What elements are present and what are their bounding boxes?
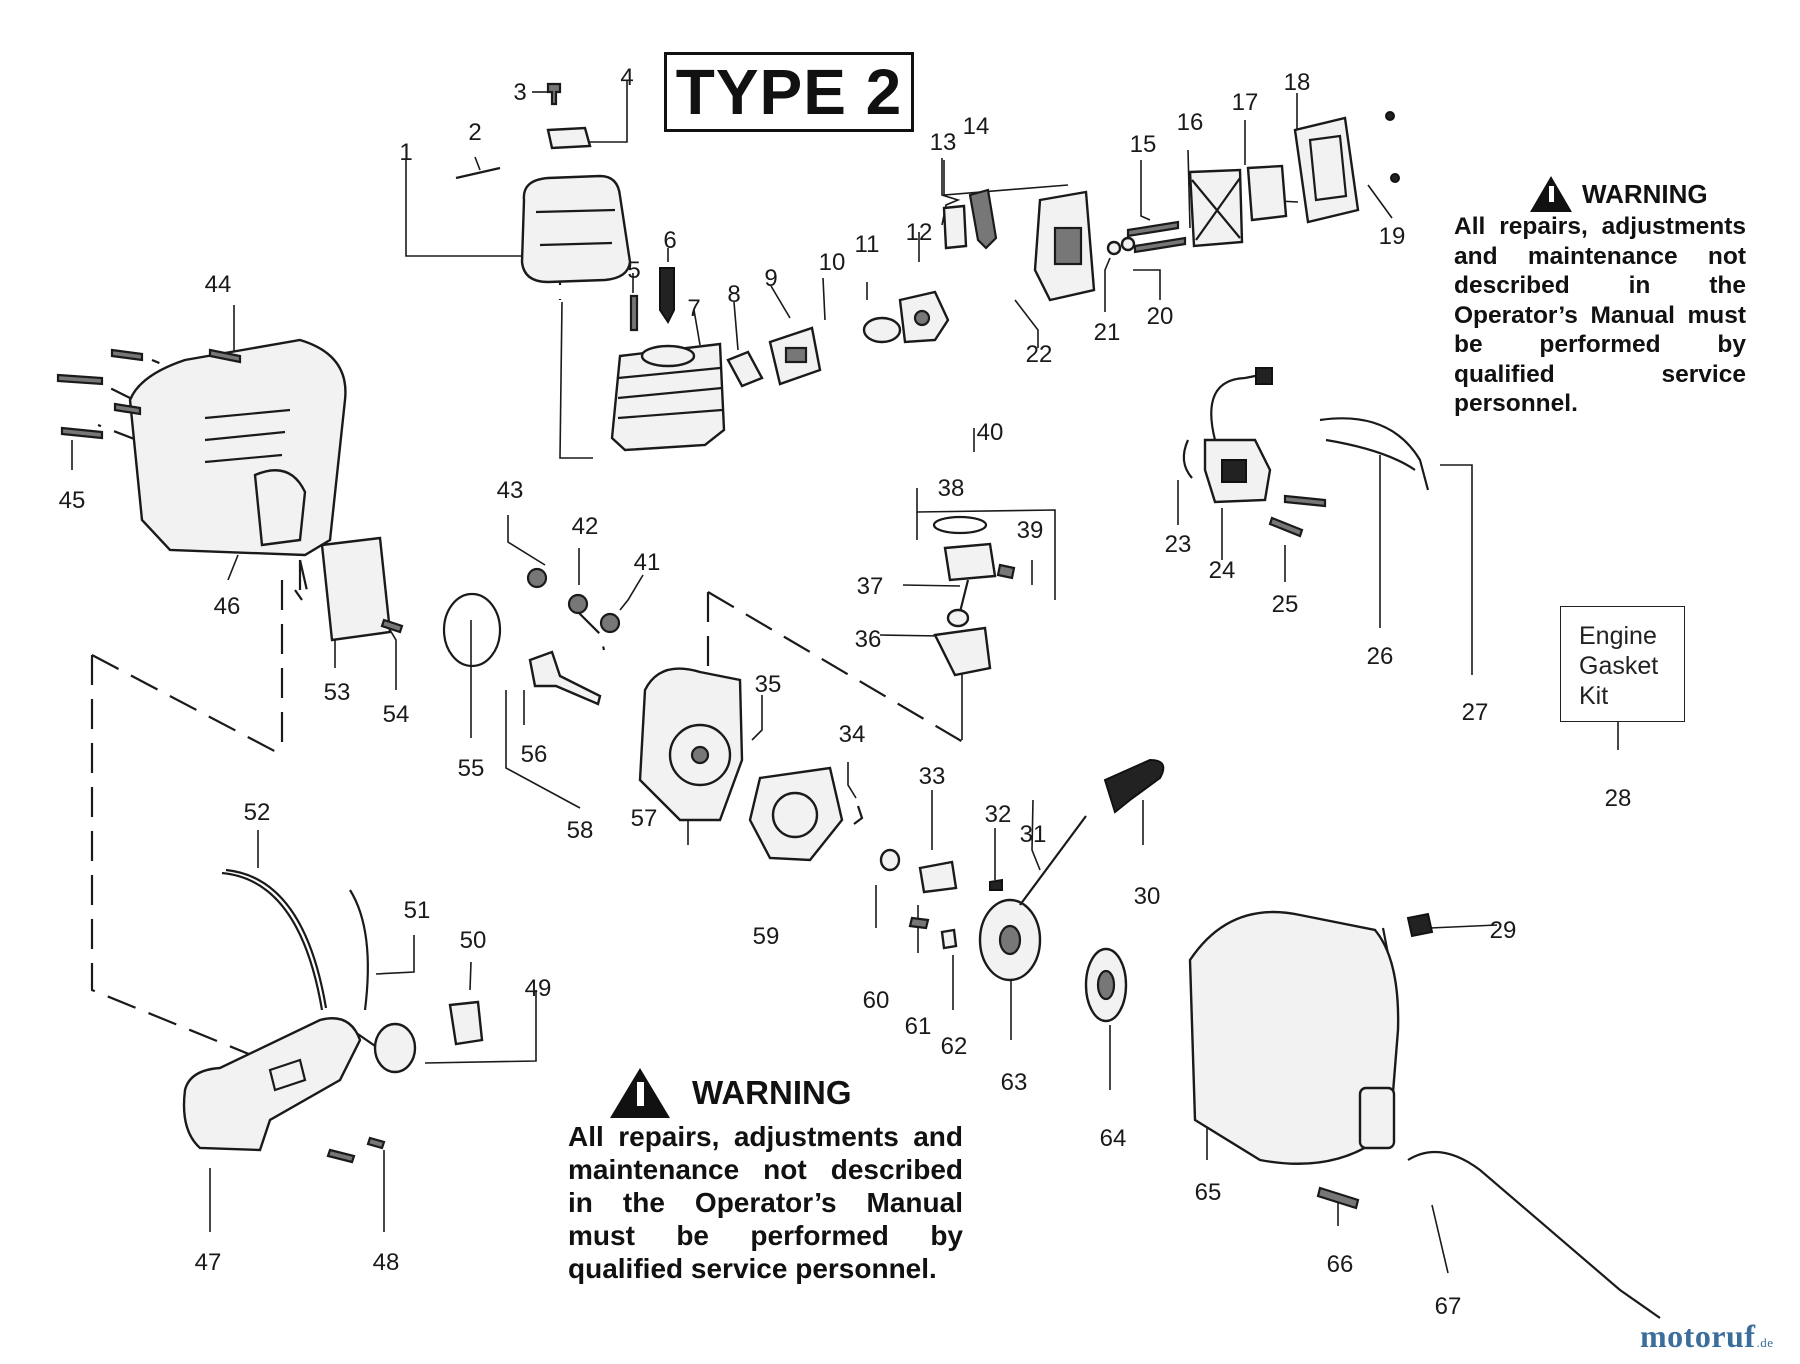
callout-number-30: 30 <box>1134 883 1161 910</box>
callout-number-35: 35 <box>755 671 782 698</box>
warning-notice-bottom: WARNING All repairs, adjustments and mai… <box>568 1066 963 1285</box>
callout-number-28: 28 <box>1605 785 1632 812</box>
kit-line-2: Gasket <box>1579 652 1659 680</box>
callout-number-24: 24 <box>1209 557 1236 584</box>
callout-number-32: 32 <box>985 801 1012 828</box>
callout-number-11: 11 <box>855 231 880 258</box>
callout-number-19: 19 <box>1379 223 1406 250</box>
callout-number-20: 20 <box>1147 303 1174 330</box>
callout-number-8: 8 <box>727 281 740 308</box>
callout-number-12: 12 <box>906 219 933 246</box>
callout-number-36: 36 <box>855 626 882 653</box>
callout-number-39: 39 <box>1017 517 1044 544</box>
callout-number-63: 63 <box>1001 1069 1028 1096</box>
type-label-box: TYPE 2 <box>664 52 914 132</box>
callout-number-26: 26 <box>1367 643 1394 670</box>
callout-number-6: 6 <box>663 227 676 254</box>
callout-number-50: 50 <box>460 927 487 954</box>
callout-number-3: 3 <box>513 79 526 106</box>
callout-number-56: 56 <box>521 741 548 768</box>
callout-number-46: 46 <box>214 593 241 620</box>
callout-number-33: 33 <box>919 763 946 790</box>
callout-number-21: 21 <box>1094 319 1121 346</box>
callout-number-48: 48 <box>373 1249 400 1276</box>
callout-number-16: 16 <box>1177 109 1204 136</box>
callout-number-2: 2 <box>468 119 481 146</box>
watermark-suffix: .de <box>1756 1335 1774 1350</box>
callout-number-59: 59 <box>753 923 780 950</box>
callout-number-9: 9 <box>764 265 777 292</box>
type-label: TYPE 2 <box>675 56 903 128</box>
callout-number-18: 18 <box>1284 69 1311 96</box>
watermark-logo: motoruf.de <box>1640 1318 1774 1355</box>
warning-text-bottom: All repairs, adjustments and maintenance… <box>568 1121 963 1284</box>
watermark-main: motoruf <box>1640 1318 1756 1354</box>
callout-number-57: 57 <box>631 805 658 832</box>
callout-number-64: 64 <box>1100 1125 1127 1152</box>
callout-number-47: 47 <box>195 1249 222 1276</box>
callout-number-37: 37 <box>857 573 884 600</box>
callout-number-49: 49 <box>525 975 552 1002</box>
callout-number-15: 15 <box>1130 131 1157 158</box>
callout-number-25: 25 <box>1272 591 1299 618</box>
callout-number-29: 29 <box>1490 917 1517 944</box>
callout-number-61: 61 <box>905 1013 932 1040</box>
callout-number-62: 62 <box>941 1033 968 1060</box>
warning-heading-top: WARNING <box>1454 176 1746 212</box>
callout-number-41: 41 <box>634 549 661 576</box>
callout-number-55: 55 <box>458 755 485 782</box>
callout-number-23: 23 <box>1165 531 1192 558</box>
callout-number-1: 1 <box>399 139 412 166</box>
callout-number-34: 34 <box>839 721 866 748</box>
callout-number-52: 52 <box>244 799 271 826</box>
callout-number-14: 14 <box>963 113 990 140</box>
callout-number-53: 53 <box>324 679 351 706</box>
callout-number-65: 65 <box>1195 1179 1222 1206</box>
callout-number-31: 31 <box>1020 821 1047 848</box>
callout-number-51: 51 <box>404 897 431 924</box>
callout-number-13: 13 <box>930 129 957 156</box>
warning-heading-bottom: WARNING <box>568 1066 963 1120</box>
engine-gasket-kit-box: Engine Gasket Kit <box>1560 606 1685 722</box>
warning-notice-top: WARNING All repairs, adjustments and mai… <box>1454 176 1746 419</box>
callout-number-4: 4 <box>620 64 633 91</box>
callout-number-43: 43 <box>497 477 524 504</box>
callout-number-60: 60 <box>863 987 890 1014</box>
callout-number-54: 54 <box>383 701 410 728</box>
callout-number-5: 5 <box>627 257 640 284</box>
callout-number-17: 17 <box>1232 89 1259 116</box>
callout-number-67: 67 <box>1435 1293 1462 1320</box>
callout-number-38: 38 <box>938 475 965 502</box>
leader-lines <box>71 80 1619 1274</box>
callout-number-44: 44 <box>205 271 232 298</box>
callout-number-66: 66 <box>1327 1251 1354 1278</box>
warning-triangle-icon <box>1530 176 1572 212</box>
warning-title-top: WARNING <box>1582 178 1708 209</box>
callout-number-22: 22 <box>1026 341 1053 368</box>
callout-number-27: 27 <box>1462 699 1489 726</box>
kit-line-1: Engine <box>1579 622 1657 650</box>
callout-number-7: 7 <box>687 295 700 322</box>
warning-text-top: All repairs, adjustments and maintenance… <box>1454 213 1746 417</box>
callout-number-42: 42 <box>572 513 599 540</box>
callout-number-10: 10 <box>819 249 846 276</box>
callout-number-45: 45 <box>59 487 86 514</box>
callout-number-40: 40 <box>977 419 1004 446</box>
kit-line-3: Kit <box>1579 682 1609 710</box>
callout-number-58: 58 <box>567 817 594 844</box>
part-shapes <box>56 82 1661 1319</box>
warning-title-bottom: WARNING <box>692 1074 852 1111</box>
warning-triangle-icon <box>610 1068 670 1118</box>
